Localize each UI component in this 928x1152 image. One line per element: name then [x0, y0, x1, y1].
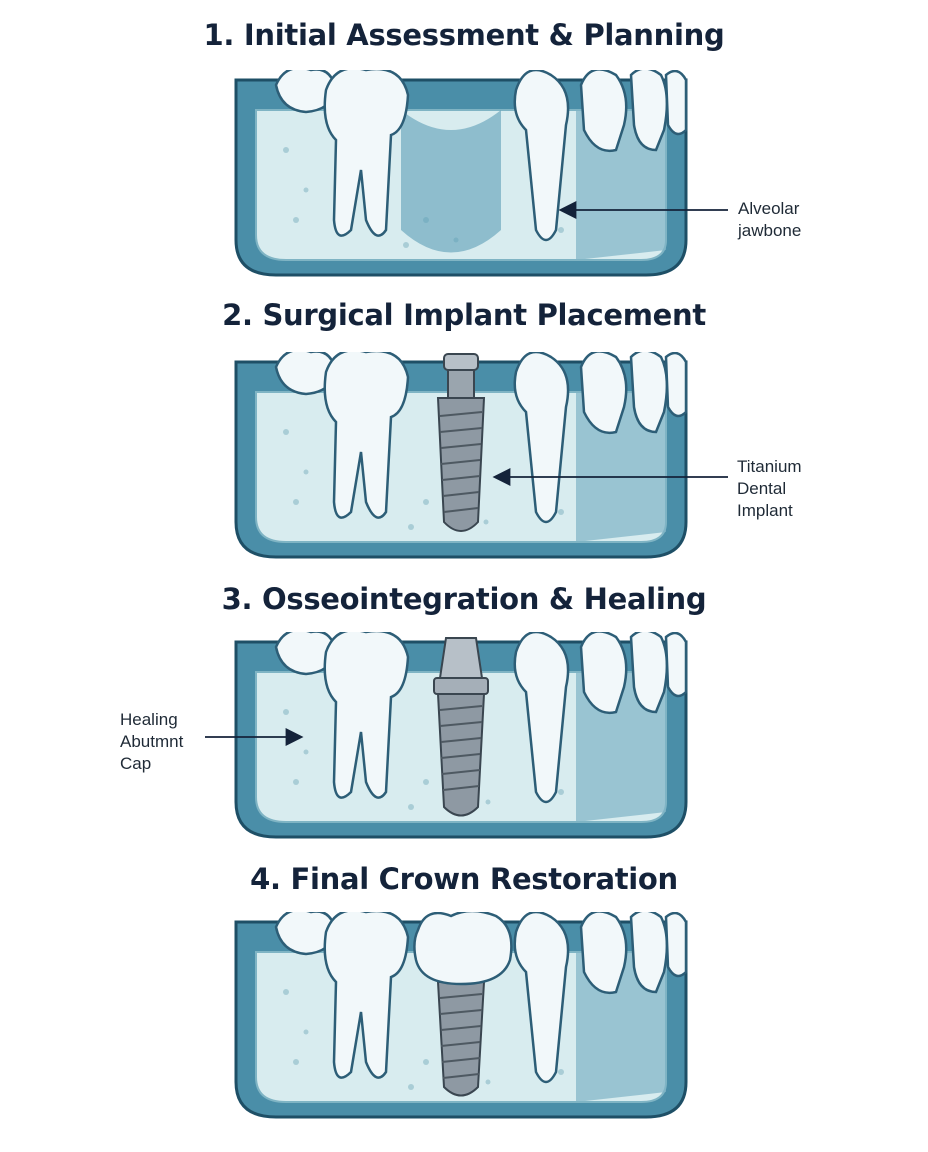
stage-3-title: 3. Osseointegration & Healing: [221, 582, 707, 616]
teeth: [274, 70, 688, 242]
teeth: [274, 632, 688, 804]
implant-callout-line-2: Dental: [737, 479, 787, 498]
crown-implant: [436, 981, 486, 1097]
healing-abutment-implant: [433, 637, 489, 817]
healing-callout-line-1: Healing: [120, 710, 178, 729]
implant-callout-line-3: Implant: [737, 501, 793, 520]
stage-4-illustration: [226, 912, 696, 1119]
stage-1-title: 1. Initial Assessment & Planning: [203, 18, 725, 52]
stage-3-illustration: [226, 632, 696, 839]
teeth: [274, 352, 688, 524]
extraction-socket: [401, 110, 501, 253]
bone-pores: [283, 429, 564, 530]
stage-2-title: 2. Surgical Implant Placement: [222, 298, 706, 332]
titanium-implant: [436, 353, 486, 532]
stage-2-illustration: [226, 352, 696, 559]
healing-callout-line-3: Cap: [120, 754, 152, 773]
bone-callout: Alveolar jawbone: [738, 198, 801, 242]
teeth: [274, 912, 688, 1084]
implant-callout: Titanium Dental Implant: [737, 456, 802, 522]
healing-callout-line-2: Abutmnt: [120, 732, 184, 751]
stage-4-title: 4. Final Crown Restoration: [250, 862, 678, 896]
implant-callout-line-1: Titanium: [737, 457, 802, 476]
final-crown: [413, 912, 513, 986]
stage-1-illustration: [226, 70, 696, 277]
bone-callout-line-2: jawbone: [738, 221, 802, 240]
bone-pores: [283, 989, 564, 1090]
healing-callout: Healing Abutmnt Cap: [120, 709, 183, 775]
bone-callout-line-1: Alveolar: [738, 199, 800, 218]
